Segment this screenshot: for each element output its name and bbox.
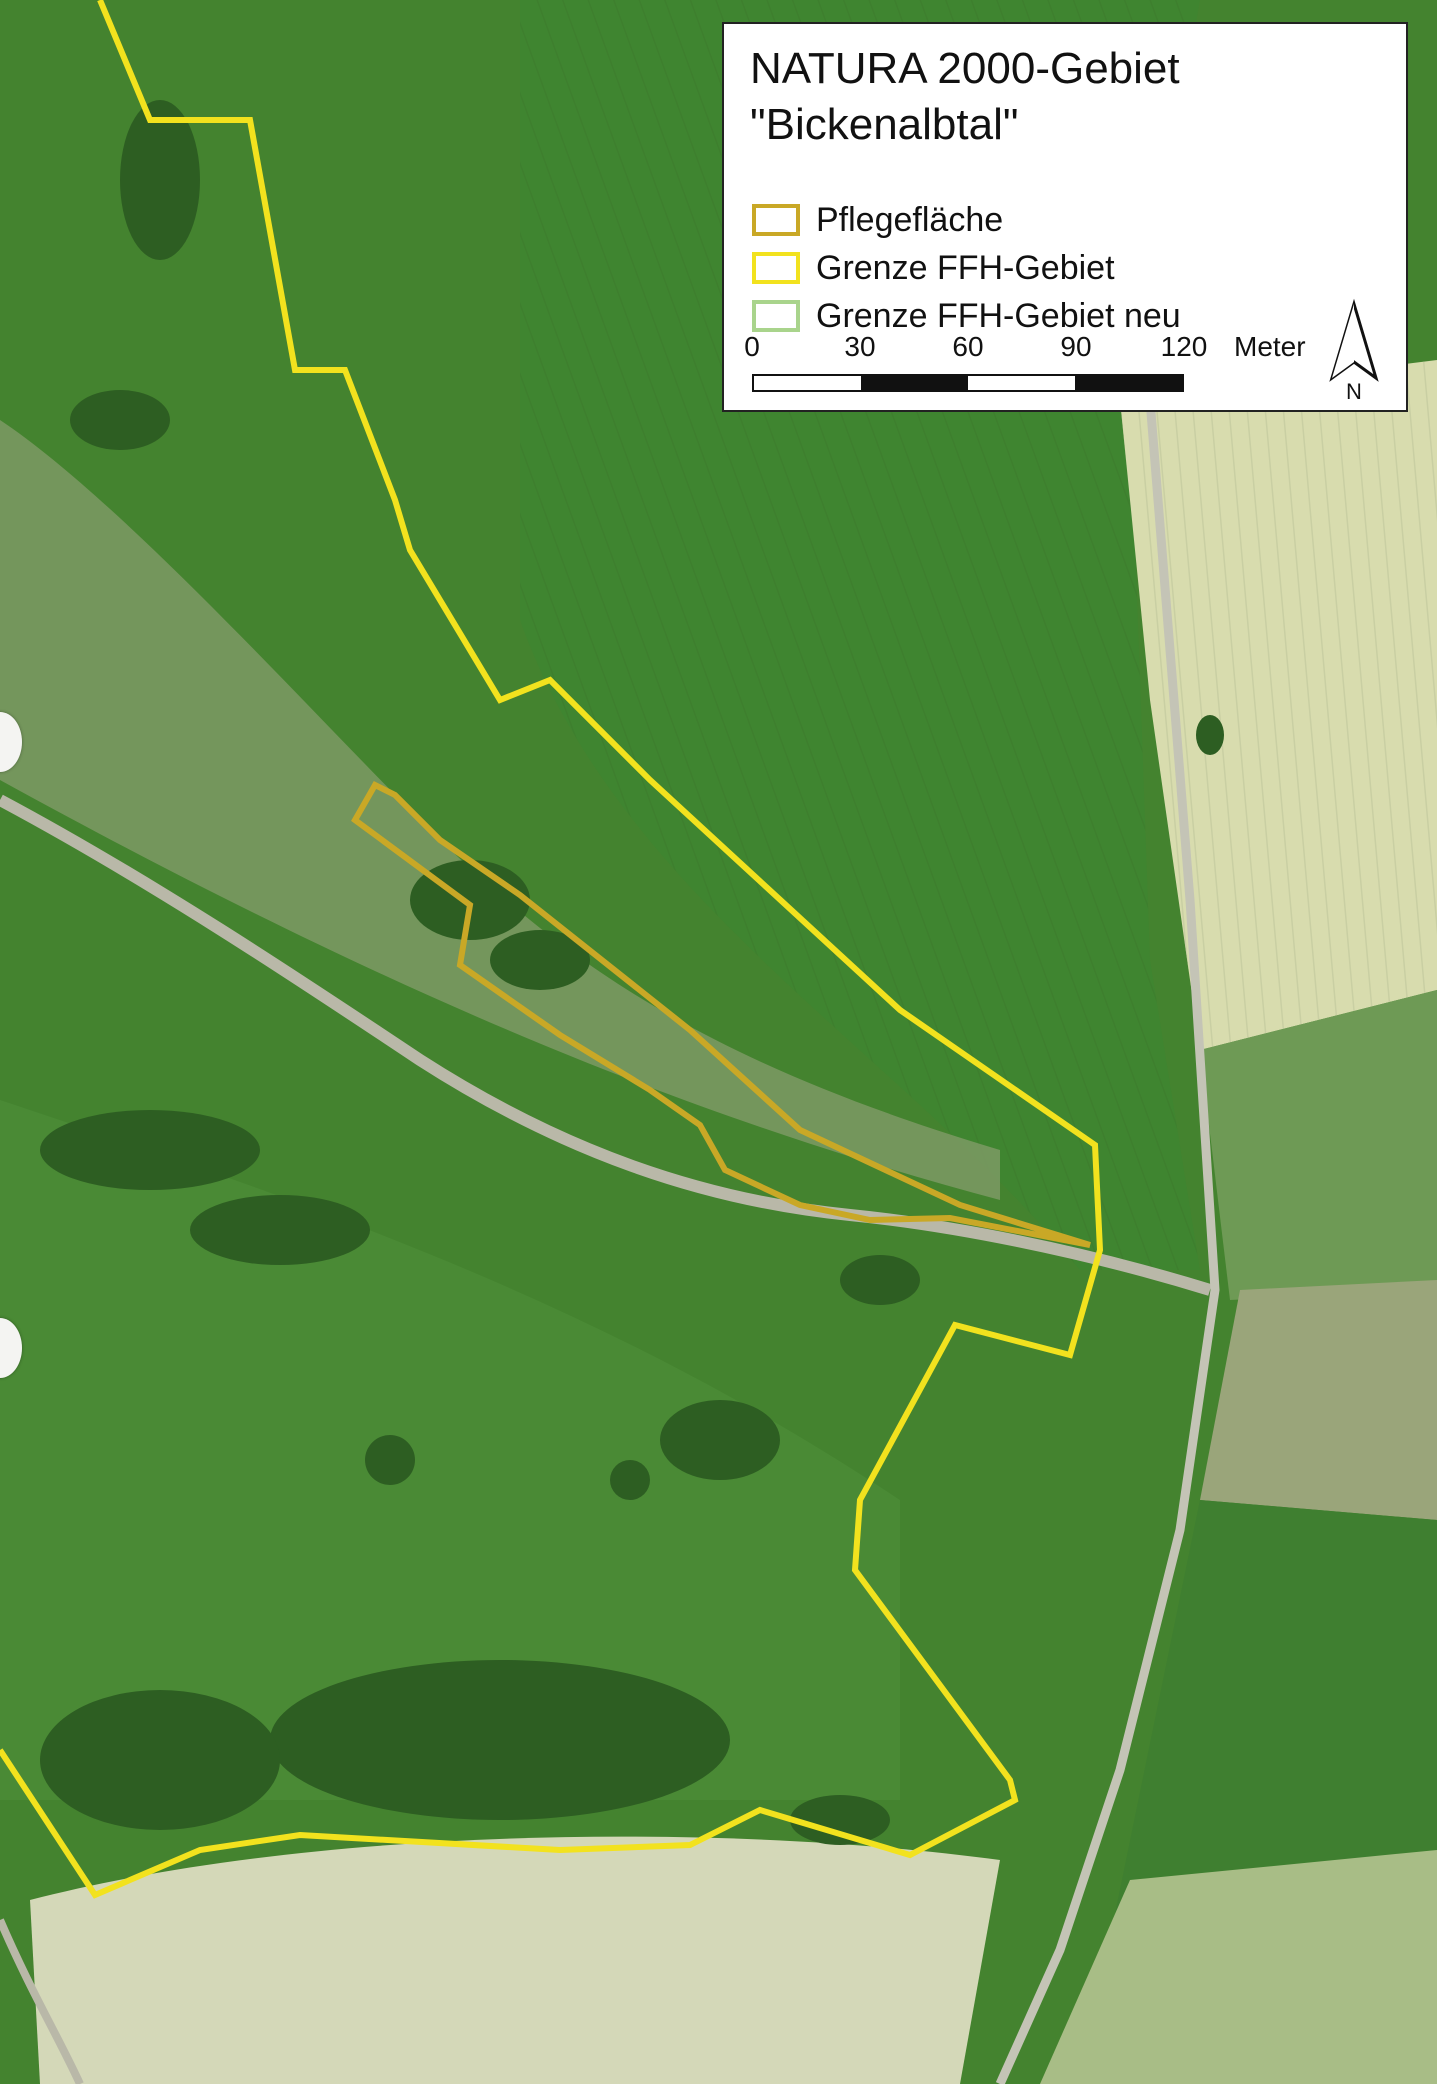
grenze-ffh-neu-swatch xyxy=(752,300,800,332)
pflegeflaeche-swatch xyxy=(752,204,800,236)
punch-hole-bottom xyxy=(0,1318,22,1378)
farm-track-south-left xyxy=(0,1918,84,2084)
legend-item-pflegeflaeche: Pflegefläche xyxy=(752,200,1312,240)
legend-title-line1: NATURA 2000-Gebiet xyxy=(750,44,1180,93)
scale-tick-120: 120 xyxy=(1160,331,1208,362)
field-right-brown xyxy=(1200,1280,1437,1520)
legend-item-grenze-ffh-neu: Grenze FFH-Gebiet neu xyxy=(752,296,1312,336)
scale-bar xyxy=(752,374,1184,392)
scale-tick-90: 90 xyxy=(1060,331,1092,362)
scale-segment xyxy=(754,376,861,390)
scale-segment xyxy=(861,376,968,390)
pale-field-right-stripes xyxy=(1120,360,1437,1050)
field-strip-right xyxy=(1200,990,1437,1300)
meadow-lower-left xyxy=(0,1100,900,1800)
punch-hole-top xyxy=(0,712,22,772)
scale-segment xyxy=(1075,376,1182,390)
pale-field-bottom xyxy=(30,1836,1000,2084)
map-legend: NATURA 2000-Gebiet "Bickenalbtal" Pflege… xyxy=(722,22,1408,412)
scale-tick-30: 30 xyxy=(844,331,876,362)
grenze-ffh-swatch xyxy=(752,252,800,284)
scale-segment xyxy=(968,376,1075,390)
field-right-bottom-pale xyxy=(1040,1850,1437,2084)
farm-track-east xyxy=(995,399,1220,2084)
pflege-area xyxy=(351,781,1091,1248)
ffh-boundary xyxy=(0,0,1104,1899)
north-label: N xyxy=(1346,379,1362,404)
legend-title-line2: "Bickenalbtal" xyxy=(750,100,1019,149)
legend-item-grenze-ffh: Grenze FFH-Gebiet xyxy=(752,248,1312,288)
legend-item-label: Grenze FFH-Gebiet neu xyxy=(816,297,1181,335)
north-arrow-icon xyxy=(1329,298,1379,382)
scale-tick-60: 60 xyxy=(952,331,984,362)
legend-item-label: Grenze FFH-Gebiet xyxy=(816,249,1115,287)
legend-item-label: Pflegefläche xyxy=(816,201,1004,239)
dry-grassland xyxy=(0,420,1000,1200)
farm-track-west xyxy=(0,794,1212,1296)
scale-unit: Meter xyxy=(1234,331,1306,362)
scale-tick-0: 0 xyxy=(744,331,760,362)
